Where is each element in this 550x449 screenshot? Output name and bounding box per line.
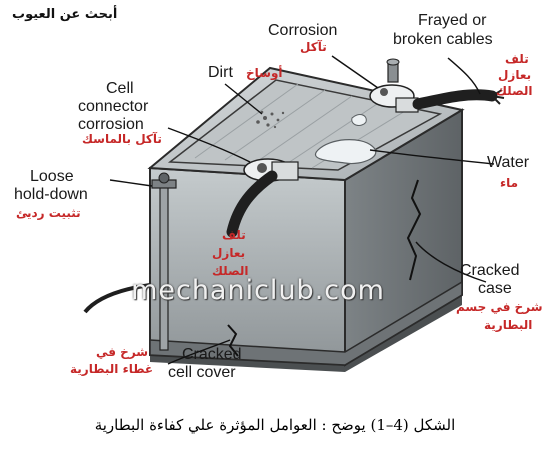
label-corrosion: Corrosion [268,22,338,39]
label-frayed-ar-line1: تلف [505,52,529,66]
label-cracked-case-ar-line2: البطارية [484,318,533,332]
right-cable [412,89,498,110]
label-center-cable-ar-line1: تلف [222,228,246,242]
label-frayed-ar-line2: بعازل [498,68,532,82]
label-dirt: Dirt [208,64,233,81]
label-cell-line3: corrosion [78,116,144,133]
label-frayed-ar-line3: الصلك [496,84,533,98]
frayed-strands [491,89,505,105]
label-cell-ar: تآكل بالماسك [82,132,162,146]
label-cracked-case-ar-line1: شرخ في جسم [456,300,543,314]
label-loose-ar: تثبيت رديئ [16,206,81,220]
heading: أبحث عن العيوب [12,7,118,22]
label-center-cable-ar-line2: بعازل [212,246,246,260]
hold-down [151,172,177,351]
label-frayed-line2: broken cables [393,31,493,48]
figure-caption: الشكل (4–1) يوضح : العوامل المؤثرة علي ك… [94,416,456,434]
label-cell-line1: Cell [106,80,134,97]
case-crack [406,179,422,281]
cover-crack [227,324,239,357]
label-cell-line2: connector [78,98,149,115]
ground-wire [83,283,151,314]
water-puddle [315,139,377,165]
label-loose-line2: hold-down [14,186,88,203]
label-dirt-ar: أوساخ [246,66,283,80]
label-cracked-case-line2: case [478,280,512,297]
label-frayed-line1: Frayed or [418,12,487,29]
label-cover-ar-line2: غطاء البطارية [70,362,154,376]
left-cable [226,170,278,238]
water-drip [351,114,367,126]
recess-grid [194,83,411,169]
battery-base-shadow [150,295,462,372]
label-water-ar: ماء [500,176,519,190]
watermark: mechaniclub.com [131,275,385,306]
label-center-cable-ar-line3: الصلك [212,264,249,278]
leader-lines [109,55,495,365]
label-cracked-cover-line1: Cracked [182,346,242,363]
label-cover-ar-line1: شرخ في [96,345,149,359]
dirt-patch [256,110,285,129]
label-cracked-cover-line2: cell cover [168,364,236,381]
right-terminal [369,58,419,113]
label-cracked-case-line1: Cracked [460,262,520,279]
label-corrosion-ar: تآكل [300,40,327,54]
label-water: Water [487,154,530,171]
battery-bottom-rim [149,280,463,366]
label-loose-line1: Loose [30,168,74,185]
